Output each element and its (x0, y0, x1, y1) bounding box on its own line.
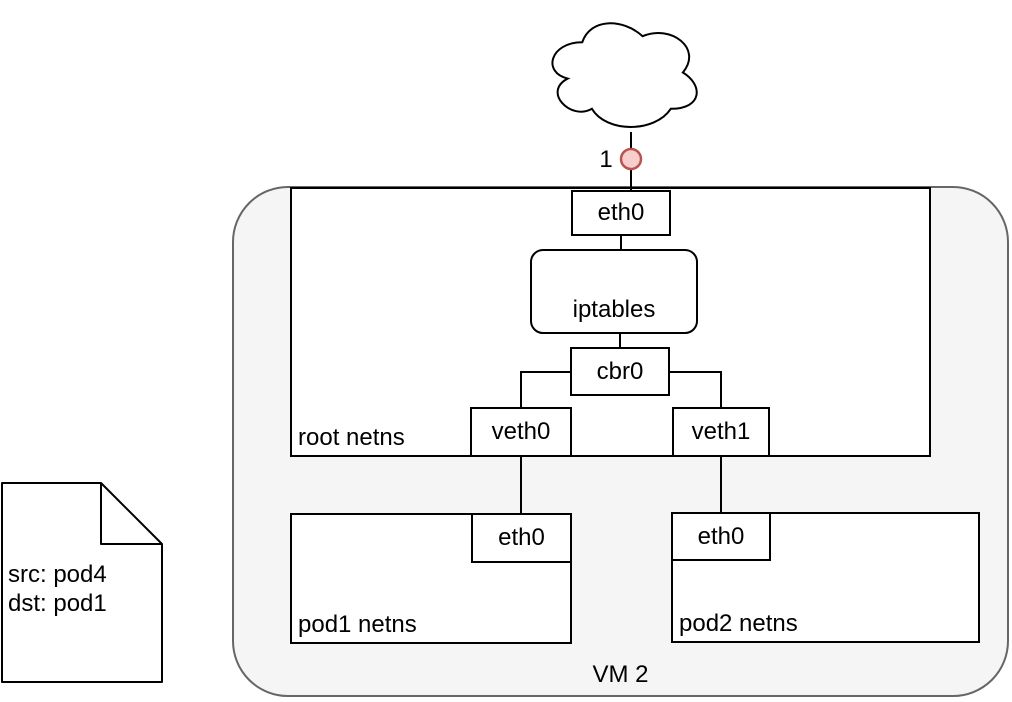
node-iptables-label: iptables (572, 296, 656, 323)
node-eth0-pod1-label: eth0 (498, 524, 545, 551)
pod2-netns-label: pod2 netns (679, 610, 798, 637)
note-fold-icon (100, 483, 162, 545)
node-cbr0: cbr0 (570, 347, 670, 396)
connector-cbr0-to-veth1 (669, 371, 722, 408)
root-netns-label: root netns (298, 424, 405, 451)
node-eth0-pod2: eth0 (671, 512, 771, 561)
node-eth0-pod1: eth0 (471, 513, 572, 563)
internet-cloud-icon (551, 22, 698, 128)
node-cbr0-label: cbr0 (596, 357, 644, 385)
node-eth0-root: eth0 (571, 190, 671, 236)
connector-cbr0-to-veth0 (520, 371, 571, 408)
node-veth0-label: veth0 (491, 418, 551, 445)
link-endpoint-label: 1 (599, 146, 613, 173)
node-veth1-label: veth1 (691, 418, 751, 445)
node-veth1: veth1 (672, 407, 770, 457)
note-document-shape (1, 482, 163, 683)
link-endpoint-dot (619, 147, 643, 171)
node-eth0-pod2-label: eth0 (697, 522, 745, 550)
node-veth0: veth0 (470, 407, 572, 457)
node-iptables: iptables (530, 249, 698, 334)
vm2-label: VM 2 (592, 661, 649, 688)
pod1-netns-label: pod1 netns (298, 611, 417, 638)
node-eth0-root-label: eth0 (597, 199, 645, 226)
note-line-dst: dst: pod1 (8, 590, 107, 617)
note-line-src: src: pod4 (8, 561, 107, 588)
note-text: src: pod4 dst: pod1 (8, 560, 160, 618)
